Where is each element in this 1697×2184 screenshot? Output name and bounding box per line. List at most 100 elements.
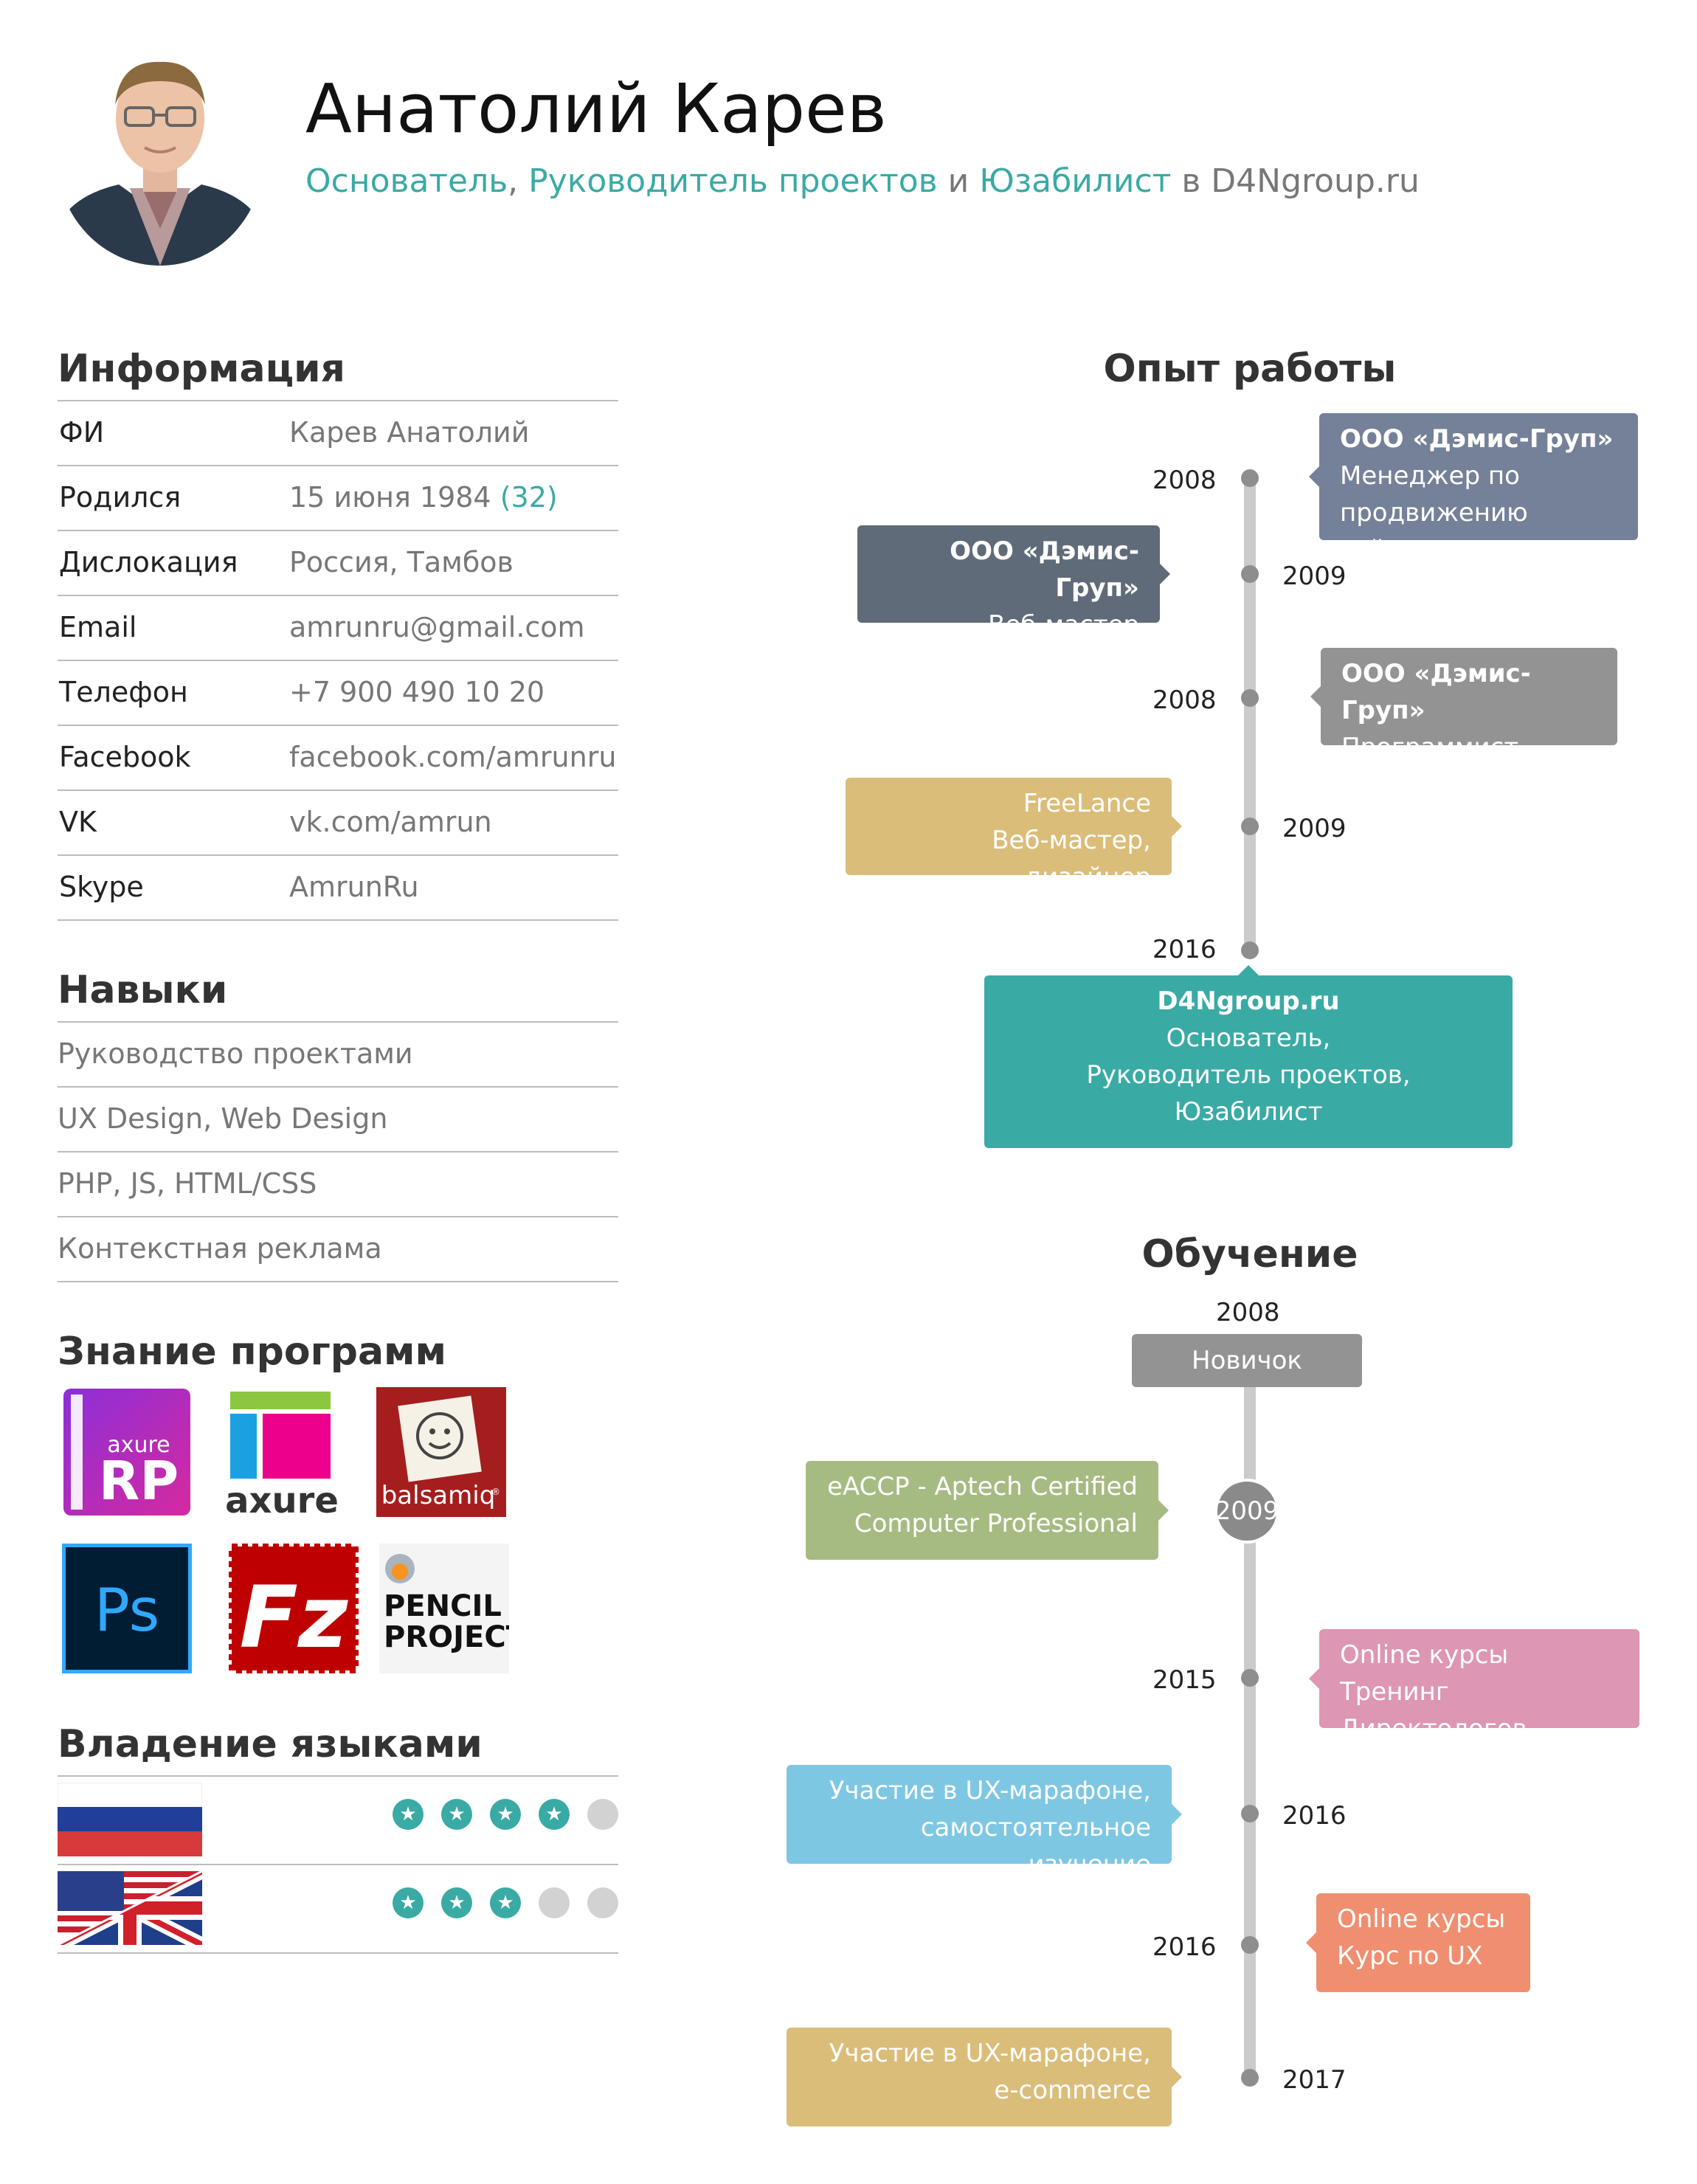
info-row-phone: Телефон +7 900 490 10 20 (58, 660, 618, 726)
card-title: Участие в UX-марафоне, (829, 1776, 1151, 1805)
timeline-year-badge: 2009 (1214, 1479, 1279, 1544)
education-card-ecommerce: Участие в UX-марафоне, e-commerce (787, 2028, 1182, 2126)
education-card-ux-course: Online курсы Курс по UX (1306, 1893, 1530, 1992)
timeline-year: 2016 (1152, 935, 1217, 964)
experience-card-programmer: ООО «Дэмис-Груп» Программист (1310, 648, 1617, 762)
card-position: Программист (1341, 733, 1519, 762)
axure-rp-big-text: RP (99, 1450, 179, 1512)
axure-logo: axure (226, 1387, 356, 1517)
star-filled-icon: ★ (490, 1887, 521, 1918)
card-title: Новичок (1192, 1346, 1302, 1375)
headline-preposition: в (1181, 162, 1201, 200)
card-company: FreeLance (1023, 789, 1151, 818)
experience-section-title: Опыт работы (1103, 347, 1397, 391)
email-link[interactable]: amrunru@gmail.com (289, 611, 585, 643)
info-label: Дислокация (59, 546, 238, 578)
experience-card-seo-manager: ООО «Дэмис-Груп» Менеджер по продвижению… (1309, 413, 1638, 564)
phone-link[interactable]: +7 900 490 10 20 (289, 676, 545, 708)
card-position: продвижению сайтов (1340, 498, 1528, 564)
card-position: Юзабилист (1174, 1097, 1323, 1127)
timeline-year: 2008 (1216, 1298, 1280, 1327)
card-subtitle: Тренинг Директологов (1340, 1677, 1527, 1744)
info-row-email: Email amrunru@gmail.com (58, 595, 618, 661)
skill-label: UX Design, Web Design (58, 1102, 388, 1135)
filezilla-logo: Fz (229, 1544, 359, 1673)
card-subtitle: Computer Professional (854, 1509, 1138, 1538)
education-card-ux-marathon: Участие в UX-марафоне, самостоятельное и… (787, 1765, 1182, 1879)
axure-rp-small-text: axure (107, 1432, 170, 1458)
education-card-directology: Online курсы Тренинг Директологов (1309, 1629, 1639, 1744)
card-title: Online курсы (1337, 1904, 1506, 1934)
timeline-dot (1241, 1936, 1259, 1954)
info-value: Россия, Тамбов (289, 546, 514, 578)
info-label: Телефон (59, 676, 188, 708)
card-position: Веб-мастер (988, 610, 1139, 640)
card-position: Руководитель проектов, (1086, 1060, 1411, 1090)
russia-flag-icon (57, 1782, 203, 1856)
birth-date: 15 июня 1984 (289, 481, 491, 514)
info-row-vk: VK vk.com/amrun (58, 789, 618, 856)
vk-link[interactable]: vk.com/amrun (289, 806, 492, 838)
info-row-facebook: Facebook facebook.com/amrunru (58, 725, 618, 791)
star-filled-icon: ★ (490, 1799, 521, 1830)
language-level-stars: ★★★ (393, 1887, 618, 1918)
photoshop-logo: Ps (62, 1544, 192, 1673)
experience-card-webmaster: ООО «Дэмис-Груп» Веб-мастер (857, 525, 1170, 640)
timeline-dot (1241, 818, 1259, 835)
card-company: ООО «Дэмис-Груп» (1341, 659, 1531, 725)
star-filled-icon: ★ (393, 1799, 424, 1830)
info-value: 15 июня 1984 (32) (289, 481, 558, 514)
timeline-dot (1241, 1669, 1259, 1687)
divider (58, 1281, 618, 1282)
skype-link[interactable]: AmrunRu (289, 871, 419, 903)
skill-item: PHP, JS, HTML/CSS (58, 1151, 618, 1217)
star-filled-icon: ★ (393, 1887, 424, 1918)
card-title: Online курсы (1340, 1640, 1509, 1670)
card-position: Веб-мастер, дизайнер (992, 826, 1151, 892)
age-badge: (32) (500, 481, 558, 514)
skill-item: UX Design, Web Design (58, 1086, 618, 1153)
pencil-text-1: PENCIL (384, 1589, 502, 1623)
headline-role-pm: Руководитель проектов (528, 162, 938, 200)
programs-section-title: Знание программ (58, 1330, 447, 1374)
star-empty-icon (587, 1887, 618, 1918)
skill-item: Руководство проектами (58, 1021, 618, 1088)
timeline-year: 2008 (1152, 685, 1217, 715)
card-position: Основатель, (1166, 1023, 1331, 1053)
card-subtitle: Курс по UX (1337, 1941, 1483, 1971)
timeline-year: 2016 (1152, 1932, 1217, 1962)
star-filled-icon: ★ (539, 1799, 570, 1830)
education-card-eaccp: eACCP - Aptech Certified Computer Profes… (806, 1461, 1169, 1560)
uk-us-flag-icon (57, 1870, 203, 1946)
timeline-year: 2009 (1282, 814, 1347, 843)
person-name: Анатолий Карев (305, 69, 887, 148)
facebook-link[interactable]: facebook.com/amrunru (289, 741, 617, 773)
info-label: Facebook (59, 741, 191, 773)
balsamiq-logo: balsamiq ® (376, 1387, 506, 1517)
info-value: Карев Анатолий (289, 416, 530, 449)
info-row-name: ФИ Карев Анатолий (58, 400, 618, 466)
skills-section-title: Навыки (58, 968, 228, 1012)
timeline-dot (1241, 469, 1259, 487)
timeline-year: 2009 (1282, 561, 1347, 591)
info-label: Родился (59, 481, 182, 514)
info-row-location: Дислокация Россия, Тамбов (58, 530, 618, 596)
timeline-dot (1241, 2069, 1259, 2087)
info-label: Skype (59, 871, 144, 903)
card-title: eACCP - Aptech Certified (827, 1472, 1138, 1502)
timeline-dot (1241, 689, 1259, 707)
info-label: Email (59, 611, 137, 643)
timeline-dot (1241, 565, 1259, 583)
card-subtitle: самостоятельное изучение (920, 1813, 1151, 1879)
balsamiq-mark: ® (491, 1487, 500, 1497)
axure-text: axure (226, 1480, 339, 1517)
language-row-english: ★★★ (57, 1864, 618, 1954)
card-subtitle: e-commerce (994, 2076, 1151, 2105)
timeline-year: 2017 (1282, 2065, 1347, 2095)
card-position: Менеджер по (1340, 461, 1520, 491)
info-section-title: Информация (58, 347, 345, 391)
balsamiq-text: balsamiq (381, 1481, 496, 1510)
card-title: Участие в UX-марафоне, (829, 2039, 1151, 2068)
experience-card-freelance: FreeLance Веб-мастер, дизайнер (846, 778, 1182, 892)
headline-role-founder: Основатель (305, 162, 508, 200)
